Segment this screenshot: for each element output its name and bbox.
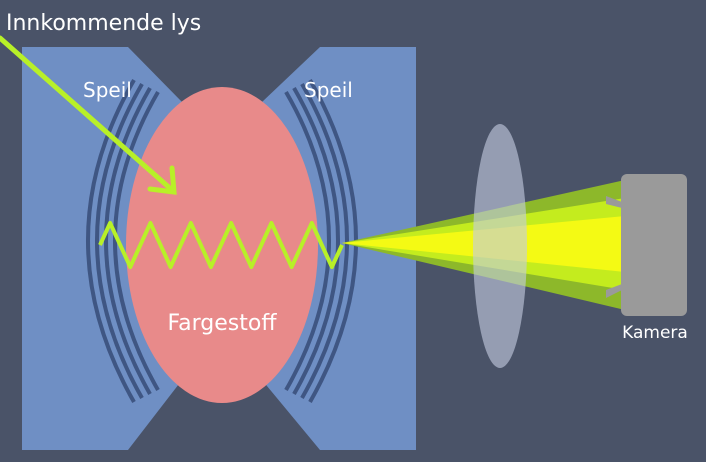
camera-label: Kamera (622, 323, 688, 343)
left-mirror-coating (86, 79, 160, 403)
incoming-light-label: Innkommende lys (6, 11, 201, 36)
camera-body (621, 174, 687, 316)
standing-wave (98, 221, 344, 269)
left-mirror-block (22, 47, 182, 450)
camera (606, 174, 687, 316)
right-mirror-label: Speil (304, 78, 353, 102)
incoming-light-arrow (0, 35, 177, 195)
left-mirror-label: Speil (83, 78, 132, 102)
lens (473, 124, 527, 368)
dye-label: Fargestoff (168, 311, 278, 336)
